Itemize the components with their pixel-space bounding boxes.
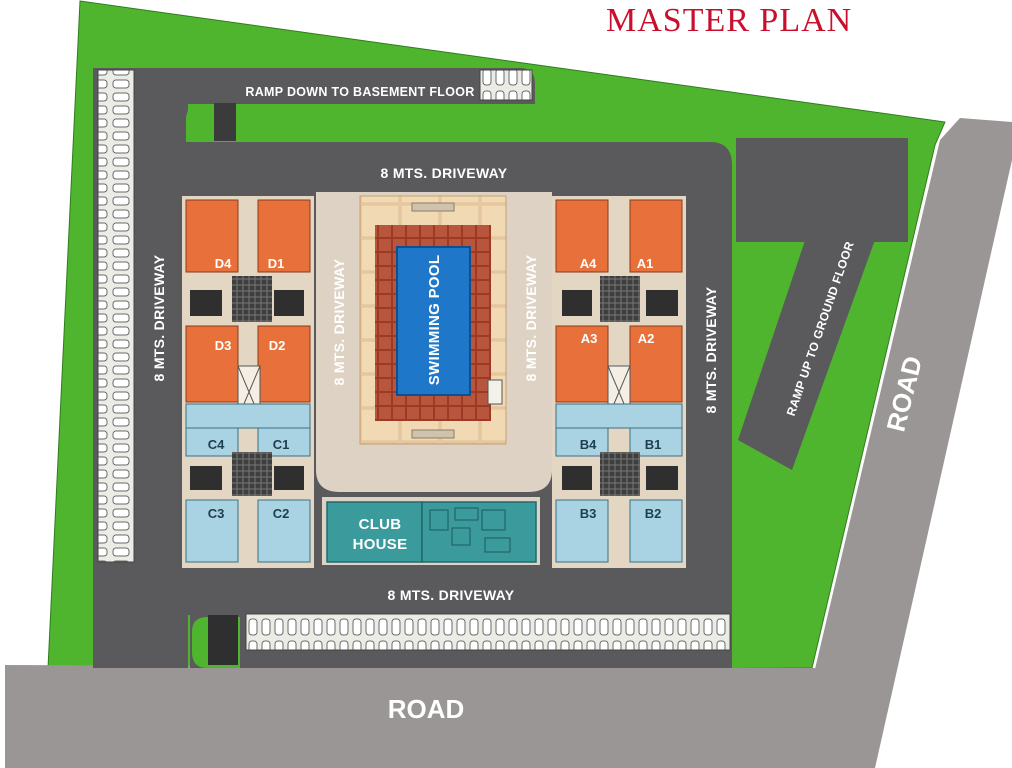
tower-a [552, 196, 686, 568]
stair-core [214, 103, 236, 141]
unit-d4: D4 [215, 256, 232, 271]
unit-c1: C1 [273, 437, 290, 452]
ramp-down-label: RAMP DOWN TO BASEMENT FLOOR [245, 85, 474, 99]
unit-c3: C3 [208, 506, 225, 521]
unit-b1: B1 [645, 437, 662, 452]
unit-d3: D3 [215, 338, 232, 353]
unit-a4: A4 [580, 256, 597, 271]
parking-strip-ramp [479, 69, 533, 101]
unit-b3: B3 [580, 506, 597, 521]
unit-c4: C4 [208, 437, 225, 452]
driveway-right-label: 8 MTS. DRIVEWAY [703, 286, 719, 413]
club-house [322, 497, 540, 565]
page-title: MASTER PLAN [606, 2, 853, 39]
unit-d2: D2 [269, 338, 286, 353]
driveway-bottom-label: 8 MTS. DRIVEWAY [388, 587, 515, 603]
driveway-center-left-label: 8 MTS. DRIVEWAY [331, 258, 347, 385]
pool-area [359, 195, 507, 445]
tower-d [182, 196, 314, 568]
unit-a1: A1 [637, 256, 654, 271]
club-house-label-line2: HOUSE [353, 536, 408, 553]
unit-a3: A3 [581, 331, 598, 346]
unit-d1: D1 [268, 256, 285, 271]
unit-b4: B4 [580, 437, 597, 452]
driveway-top-label: 8 MTS. DRIVEWAY [381, 165, 508, 181]
unit-b2: B2 [645, 506, 662, 521]
road-bottom-label: ROAD [388, 694, 465, 724]
driveway-left-label: 8 MTS. DRIVEWAY [151, 254, 167, 381]
club-house-label-line1: CLUB [359, 516, 402, 533]
road-bottom [5, 665, 870, 768]
swimming-pool-label: SWIMMING POOL [426, 255, 443, 386]
road-right [815, 118, 1012, 768]
stair-core [208, 615, 238, 665]
unit-a2: A2 [638, 331, 655, 346]
parking-strip-bottom [245, 613, 731, 651]
unit-c2: C2 [273, 506, 290, 521]
parking-strip-left [97, 69, 135, 563]
driveway-center-right-label: 8 MTS. DRIVEWAY [523, 254, 539, 381]
